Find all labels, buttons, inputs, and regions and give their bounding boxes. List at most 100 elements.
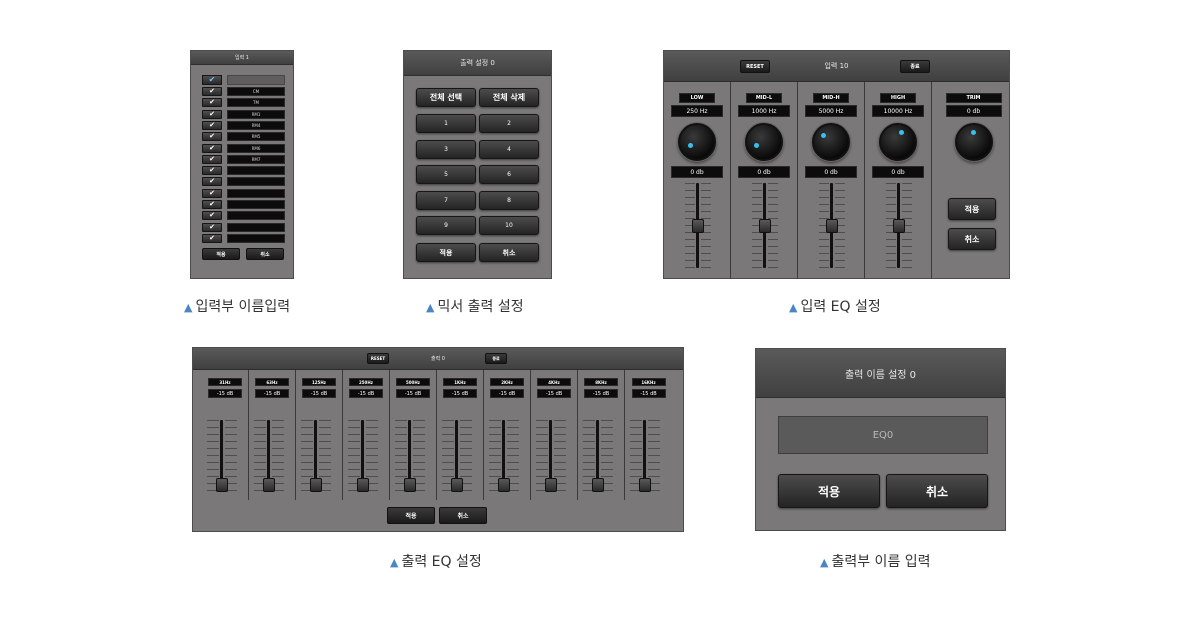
channel-row[interactable]: ✔ RM4 (202, 120, 286, 130)
apply-button[interactable]: 적용 (202, 248, 240, 260)
cancel-button[interactable]: 취소 (439, 507, 487, 524)
apply-button[interactable]: 적용 (416, 243, 476, 262)
fader-handle[interactable] (591, 478, 604, 492)
fader-handle[interactable] (497, 478, 510, 492)
check-icon[interactable]: ✔ (202, 233, 222, 243)
output-9-button[interactable]: 9 (416, 216, 476, 236)
channel-row[interactable]: ✔ RM1 (202, 109, 286, 119)
trim-knob[interactable] (954, 123, 993, 161)
apply-button[interactable]: 적용 (948, 198, 996, 220)
check-icon[interactable]: ✔ (202, 200, 222, 209)
channel-name-field[interactable] (227, 233, 285, 243)
check-icon[interactable]: ✔ (202, 211, 222, 221)
channel-row[interactable]: ✔ TM (202, 98, 286, 108)
fader-handle[interactable] (262, 478, 275, 492)
frequency-knob[interactable] (745, 123, 783, 161)
channel-row[interactable]: ✔ (202, 188, 286, 198)
cancel-button[interactable]: 취소 (246, 248, 284, 260)
output-3-button[interactable]: 3 (416, 139, 476, 159)
check-icon[interactable]: ✔ (202, 143, 222, 153)
channel-name-field[interactable]: RM4 (227, 120, 285, 130)
select-all-button[interactable]: 전체 선택 (416, 88, 476, 107)
channel-row[interactable]: ✔ RM5 (202, 132, 286, 142)
fader-handle[interactable] (309, 478, 322, 492)
fader-handle[interactable] (403, 478, 416, 492)
frequency-knob[interactable] (678, 123, 716, 161)
channel-name-field[interactable]: RM7 (227, 154, 285, 164)
channel-row[interactable]: ✔ (202, 222, 286, 232)
output-10-button[interactable]: 10 (479, 216, 539, 236)
fader-handle[interactable] (544, 478, 557, 492)
band-frequency-value[interactable]: 250 Hz (671, 105, 723, 117)
channel-name-field[interactable]: RM1 (227, 109, 285, 119)
band-gain-value: -15 dB (349, 389, 383, 398)
check-icon[interactable]: ✔ (202, 109, 222, 119)
output-4-button[interactable]: 4 (479, 139, 539, 159)
reset-button[interactable]: RESET (367, 353, 389, 364)
fader-handle[interactable] (825, 218, 838, 233)
frequency-knob[interactable] (812, 123, 850, 161)
check-icon[interactable]: ✔ (202, 87, 222, 96)
apply-button[interactable]: 적용 (778, 474, 880, 508)
output-name-input[interactable]: EQ0 (778, 416, 988, 454)
reset-button[interactable]: RESET (740, 60, 770, 73)
fader-handle[interactable] (892, 218, 905, 233)
check-icon[interactable]: ✔ (202, 154, 222, 164)
delete-all-button[interactable]: 전체 삭제 (479, 88, 539, 107)
channel-row[interactable]: ✔ (202, 166, 286, 176)
band-gain-value: -15 dB (208, 389, 242, 398)
channel-name-field[interactable] (227, 211, 285, 221)
check-icon[interactable]: ✔ (202, 222, 222, 232)
band-frequency-value[interactable]: 1000 Hz (738, 105, 790, 117)
fader-handle[interactable] (356, 478, 369, 492)
check-icon[interactable]: ✔ (202, 188, 222, 198)
output-7-button[interactable]: 7 (416, 190, 476, 210)
channel-row[interactable]: ✔ RM7 (202, 154, 286, 164)
fader-handle[interactable] (638, 478, 651, 492)
channel-name-field[interactable] (227, 177, 285, 187)
fader-handle[interactable] (215, 478, 228, 492)
band-frequency-value[interactable]: 10000 Hz (872, 105, 924, 117)
channel-name-field[interactable] (227, 200, 285, 209)
channel-name-field[interactable]: CM (227, 87, 285, 96)
channel-row[interactable]: ✔ CM (202, 87, 286, 96)
fader-handle[interactable] (691, 218, 704, 233)
output-1-button[interactable]: 1 (416, 114, 476, 133)
cancel-button[interactable]: 취소 (886, 474, 988, 508)
channel-row[interactable]: ✔ (202, 233, 286, 243)
output-6-button[interactable]: 6 (479, 165, 539, 185)
caption-input-eq: ▲입력 EQ 설정 (789, 299, 881, 315)
channel-name-field[interactable] (227, 188, 285, 198)
channel-row[interactable]: ✔ (202, 211, 286, 221)
cancel-button[interactable]: 취소 (948, 228, 996, 250)
select-all-row[interactable]: ✔ (202, 75, 286, 85)
fader-handle[interactable] (450, 478, 463, 492)
band-gain-value: -15 dB (255, 389, 289, 398)
select-all-check-icon[interactable]: ✔ (202, 75, 222, 85)
channel-row[interactable]: ✔ RM6 (202, 143, 286, 153)
close-button[interactable]: 종료 (485, 353, 507, 364)
channel-row[interactable]: ✔ (202, 200, 286, 209)
band-frequency-label: 8KHz (584, 378, 618, 386)
band-frequency-value[interactable]: 5000 Hz (805, 105, 857, 117)
output-8-button[interactable]: 8 (479, 190, 539, 210)
frequency-knob[interactable] (879, 123, 917, 161)
channel-name-field[interactable]: RM5 (227, 132, 285, 142)
check-icon[interactable]: ✔ (202, 166, 222, 176)
channel-name-field[interactable]: RM6 (227, 143, 285, 153)
check-icon[interactable]: ✔ (202, 120, 222, 130)
channel-name-field[interactable]: TM (227, 98, 285, 108)
channel-name-field[interactable] (227, 166, 285, 176)
apply-button[interactable]: 적용 (387, 507, 435, 524)
channel-name-field[interactable] (227, 222, 285, 232)
check-icon[interactable]: ✔ (202, 132, 222, 142)
output-2-button[interactable]: 2 (479, 114, 539, 133)
close-button[interactable]: 종료 (900, 60, 930, 73)
output-5-button[interactable]: 5 (416, 165, 476, 185)
check-icon[interactable]: ✔ (202, 98, 222, 108)
fader-handle[interactable] (758, 218, 771, 233)
channel-row[interactable]: ✔ (202, 177, 286, 187)
cancel-button[interactable]: 취소 (479, 243, 539, 262)
check-icon[interactable]: ✔ (202, 177, 222, 187)
